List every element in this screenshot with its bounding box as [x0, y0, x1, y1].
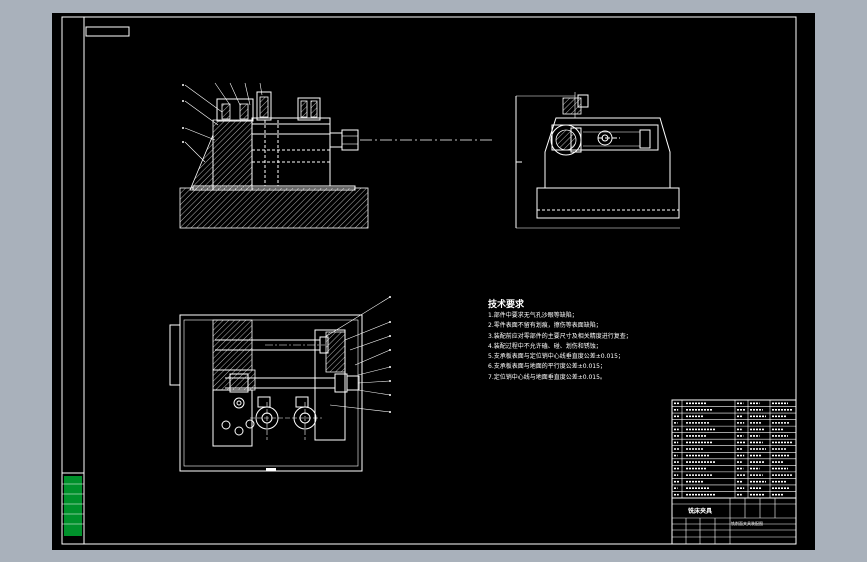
tech-requirement-item: 5.支承板表面与定位销中心线垂直度公差±0.015； — [488, 353, 624, 361]
corner-code-box — [85, 26, 130, 37]
tech-requirement-item: 2.零件表面不留有划痕，擦伤等表面缺陷； — [488, 322, 602, 330]
title-block-drawing-name: 铣削面夹具装配图 — [731, 521, 763, 526]
tech-requirements-title: 技术要求 — [488, 300, 525, 310]
title-block-title: 铣床夹具 — [688, 508, 713, 515]
drawing-sheet — [52, 13, 815, 550]
top-body-section — [212, 319, 253, 371]
parts-list — [671, 399, 797, 499]
front-view — [179, 82, 495, 229]
tech-requirement-item: 6.支承板表面与地面的平行度公差±0.015； — [488, 363, 606, 371]
side-strip — [61, 472, 85, 545]
top-view — [169, 296, 391, 472]
tech-requirement-item: 3.装配前应对零部件的主要尺寸及相关精度进行复查； — [488, 332, 632, 340]
side-view — [515, 92, 680, 229]
tech-requirement-item: 4.装配过程中不允许磕、碰、划伤和锈蚀； — [488, 342, 602, 350]
tech-requirement-item: 1.部件中要求无气孔沙眼等缺陷； — [488, 312, 578, 319]
title-block — [671, 497, 797, 545]
front-base — [179, 187, 369, 229]
outer-frame — [61, 16, 797, 545]
inner-frame — [83, 16, 797, 545]
front-body — [212, 119, 253, 191]
tech-requirements-list: 1.部件中要求无气孔沙眼等缺陷； 2.零件表面不留有划痕，擦伤等表面缺陷； 3.装配… — [488, 311, 632, 383]
tech-requirement-item: 7.定位销中心线与地面垂直度公差±0.015。 — [488, 373, 606, 381]
